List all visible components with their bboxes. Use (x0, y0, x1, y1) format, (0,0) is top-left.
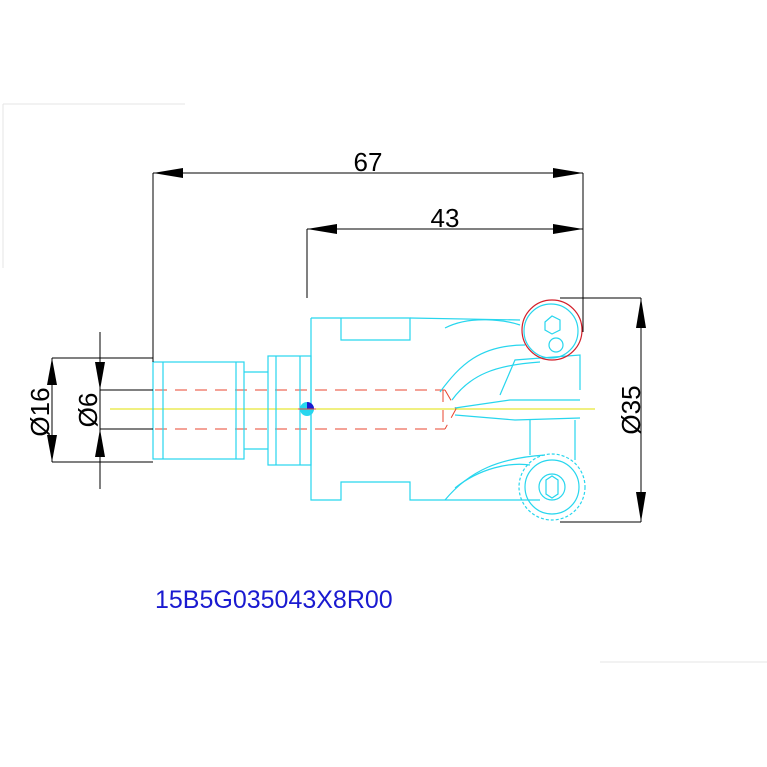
tool-outline (152, 303, 586, 521)
dimension-lines (51, 172, 642, 523)
dim-overall-length: 67 (354, 147, 383, 177)
dim-shank-diameter: Ø16 (25, 387, 55, 436)
highlight-circle (521, 299, 583, 361)
dim-head-length: 43 (431, 203, 460, 233)
dim-outer-diameter: Ø35 (616, 385, 646, 434)
paper-frame (2, 103, 767, 663)
part-code: 15B5G035043X8R00 (155, 586, 393, 614)
dim-bore-diameter: Ø6 (73, 393, 103, 428)
dimension-arrows (47, 168, 646, 522)
coolant-marker-icon (298, 402, 316, 416)
